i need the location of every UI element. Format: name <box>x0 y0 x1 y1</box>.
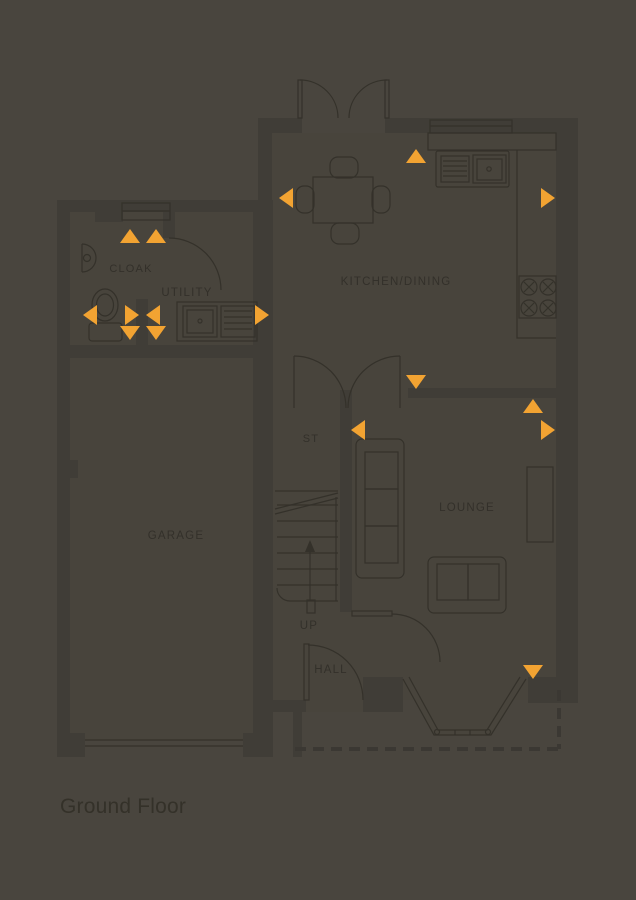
hob <box>518 275 557 319</box>
room-label-lounge: LOUNGE <box>439 502 495 514</box>
dining-table <box>295 156 391 245</box>
hotspot-marker-right[interactable] <box>541 188 555 208</box>
worktop <box>427 132 557 151</box>
hotspot-marker-up[interactable] <box>406 149 426 163</box>
room-floor-kitchen <box>272 133 556 390</box>
wall-segment <box>363 677 403 712</box>
stairs-up-arrow <box>305 540 315 552</box>
wall-segment <box>258 118 272 213</box>
room-labels: CLOAK UTILITY KITCHEN/DINING GARAGE ST L… <box>109 263 495 676</box>
room-label-garage: GARAGE <box>148 530 204 542</box>
wall-segment <box>57 460 78 478</box>
room-label-hall: HALL <box>314 664 348 676</box>
hotspot-marker-up[interactable] <box>146 229 166 243</box>
porch-outline <box>295 690 561 751</box>
wall-segment <box>57 200 70 757</box>
wall-segment <box>340 390 352 612</box>
counter-edge <box>516 150 556 339</box>
hotspot-marker-down[interactable] <box>406 375 426 389</box>
lounge-side-unit <box>526 466 554 543</box>
hotspot-marker-right[interactable] <box>541 420 555 440</box>
hotspot-marker-left[interactable] <box>146 305 160 325</box>
room-floor-bay <box>403 679 526 735</box>
wall-segment <box>95 200 123 222</box>
hotspot-marker-right[interactable] <box>255 305 269 325</box>
toilet <box>88 288 123 342</box>
wall-segment <box>57 345 270 358</box>
store-doors <box>293 355 401 409</box>
room-label-utility: UTILITY <box>161 287 212 299</box>
wall-segment <box>528 677 578 703</box>
wall-segment <box>136 299 148 351</box>
room-label-cloak: CLOAK <box>109 263 152 275</box>
markers-layer <box>83 149 555 679</box>
wall-segment <box>556 118 578 690</box>
wall-segment <box>293 702 302 757</box>
hotspot-marker-down[interactable] <box>146 326 166 340</box>
hotspot-marker-right[interactable] <box>125 305 139 325</box>
room-floor-doorway <box>306 700 363 712</box>
patio-doors <box>297 79 390 119</box>
wall-segment <box>253 200 273 743</box>
room-label-kitchen-dining: KITCHEN/DINING <box>341 276 452 288</box>
wall-segment <box>243 733 273 757</box>
hotspot-marker-up[interactable] <box>120 229 140 243</box>
kitchen-sink <box>435 150 510 188</box>
cloak-door <box>168 237 222 291</box>
wall-segment <box>57 200 270 212</box>
wall-segment <box>408 388 556 398</box>
wall-segment <box>163 212 175 238</box>
floor-title: Ground Floor <box>60 795 186 818</box>
room-label-up: UP <box>300 620 318 632</box>
fixtures <box>81 79 561 751</box>
bay-window <box>402 676 527 736</box>
hotspot-marker-left[interactable] <box>351 420 365 440</box>
room-label-store: ST <box>303 433 319 445</box>
wall-segment <box>258 118 302 133</box>
hotspot-marker-down[interactable] <box>523 665 543 679</box>
lounge-door <box>351 610 441 663</box>
garage-door <box>85 739 243 747</box>
room-floors <box>70 133 556 740</box>
front-door <box>303 643 364 701</box>
hotspot-marker-down[interactable] <box>120 326 140 340</box>
sofa-small <box>427 556 507 614</box>
hotspot-marker-left[interactable] <box>279 188 293 208</box>
wall-segment <box>57 733 85 757</box>
hotspot-marker-up[interactable] <box>523 399 543 413</box>
room-floor-garage <box>70 358 253 740</box>
cloak-window <box>121 202 171 221</box>
radiator <box>81 243 97 273</box>
room-floor-lounge-hall <box>273 390 556 700</box>
hotspot-marker-left[interactable] <box>83 305 97 325</box>
room-floor-cloak-utility <box>70 212 255 345</box>
staircase <box>274 490 339 614</box>
sofa-large <box>355 438 405 579</box>
